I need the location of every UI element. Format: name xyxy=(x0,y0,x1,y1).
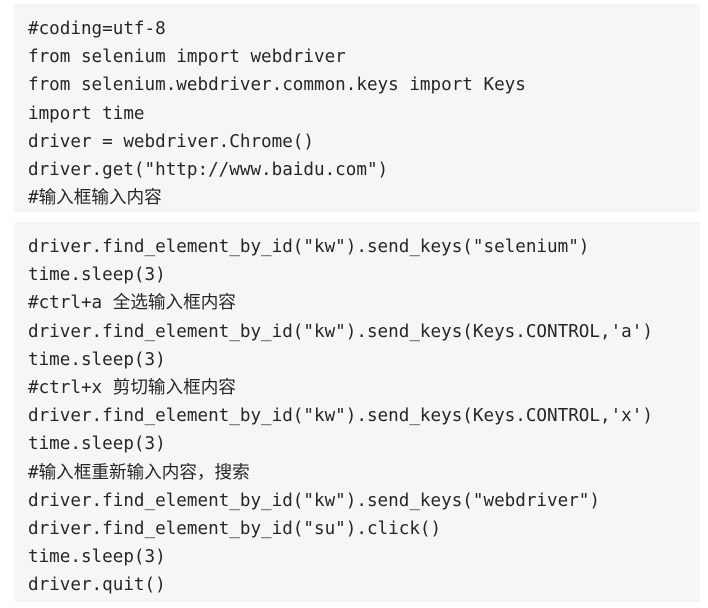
code-comment: #输入框输入内容 xyxy=(28,188,162,209)
code-line: time.sleep(3) xyxy=(28,265,166,286)
code-line: import time xyxy=(28,103,145,124)
code-line: time.sleep(3) xyxy=(28,349,166,370)
code-line: driver = webdriver.Chrome() xyxy=(28,131,314,152)
code-line: from selenium import webdriver xyxy=(28,47,346,68)
code-line: driver.find_element_by_id("kw").send_key… xyxy=(28,237,590,257)
code-line: time.sleep(3) xyxy=(28,547,166,568)
code-block-setup: #coding=utf-8 from selenium import webdr… xyxy=(14,4,700,212)
code-line: driver.find_element_by_id("kw").send_key… xyxy=(28,490,600,511)
code-line: #coding=utf-8 xyxy=(28,19,166,39)
code-line: driver.get("http://www.baidu.com") xyxy=(28,159,389,180)
code-comment: #输入框重新输入内容，搜索 xyxy=(28,462,250,483)
code-line: driver.find_element_by_id("kw").send_key… xyxy=(28,321,653,342)
code-comment: #ctrl+x 剪切输入框内容 xyxy=(28,377,236,398)
code-block-actions: driver.find_element_by_id("kw").send_key… xyxy=(14,222,700,602)
code-line: driver.find_element_by_id("kw").send_key… xyxy=(28,406,653,427)
code-line: driver.find_element_by_id("su").click() xyxy=(28,518,442,539)
code-comment: #ctrl+a 全选输入框内容 xyxy=(28,293,236,314)
code-line: from selenium.webdriver.common.keys impo… xyxy=(28,75,526,96)
code-line: driver.quit() xyxy=(28,575,166,596)
code-line: time.sleep(3) xyxy=(28,434,166,455)
